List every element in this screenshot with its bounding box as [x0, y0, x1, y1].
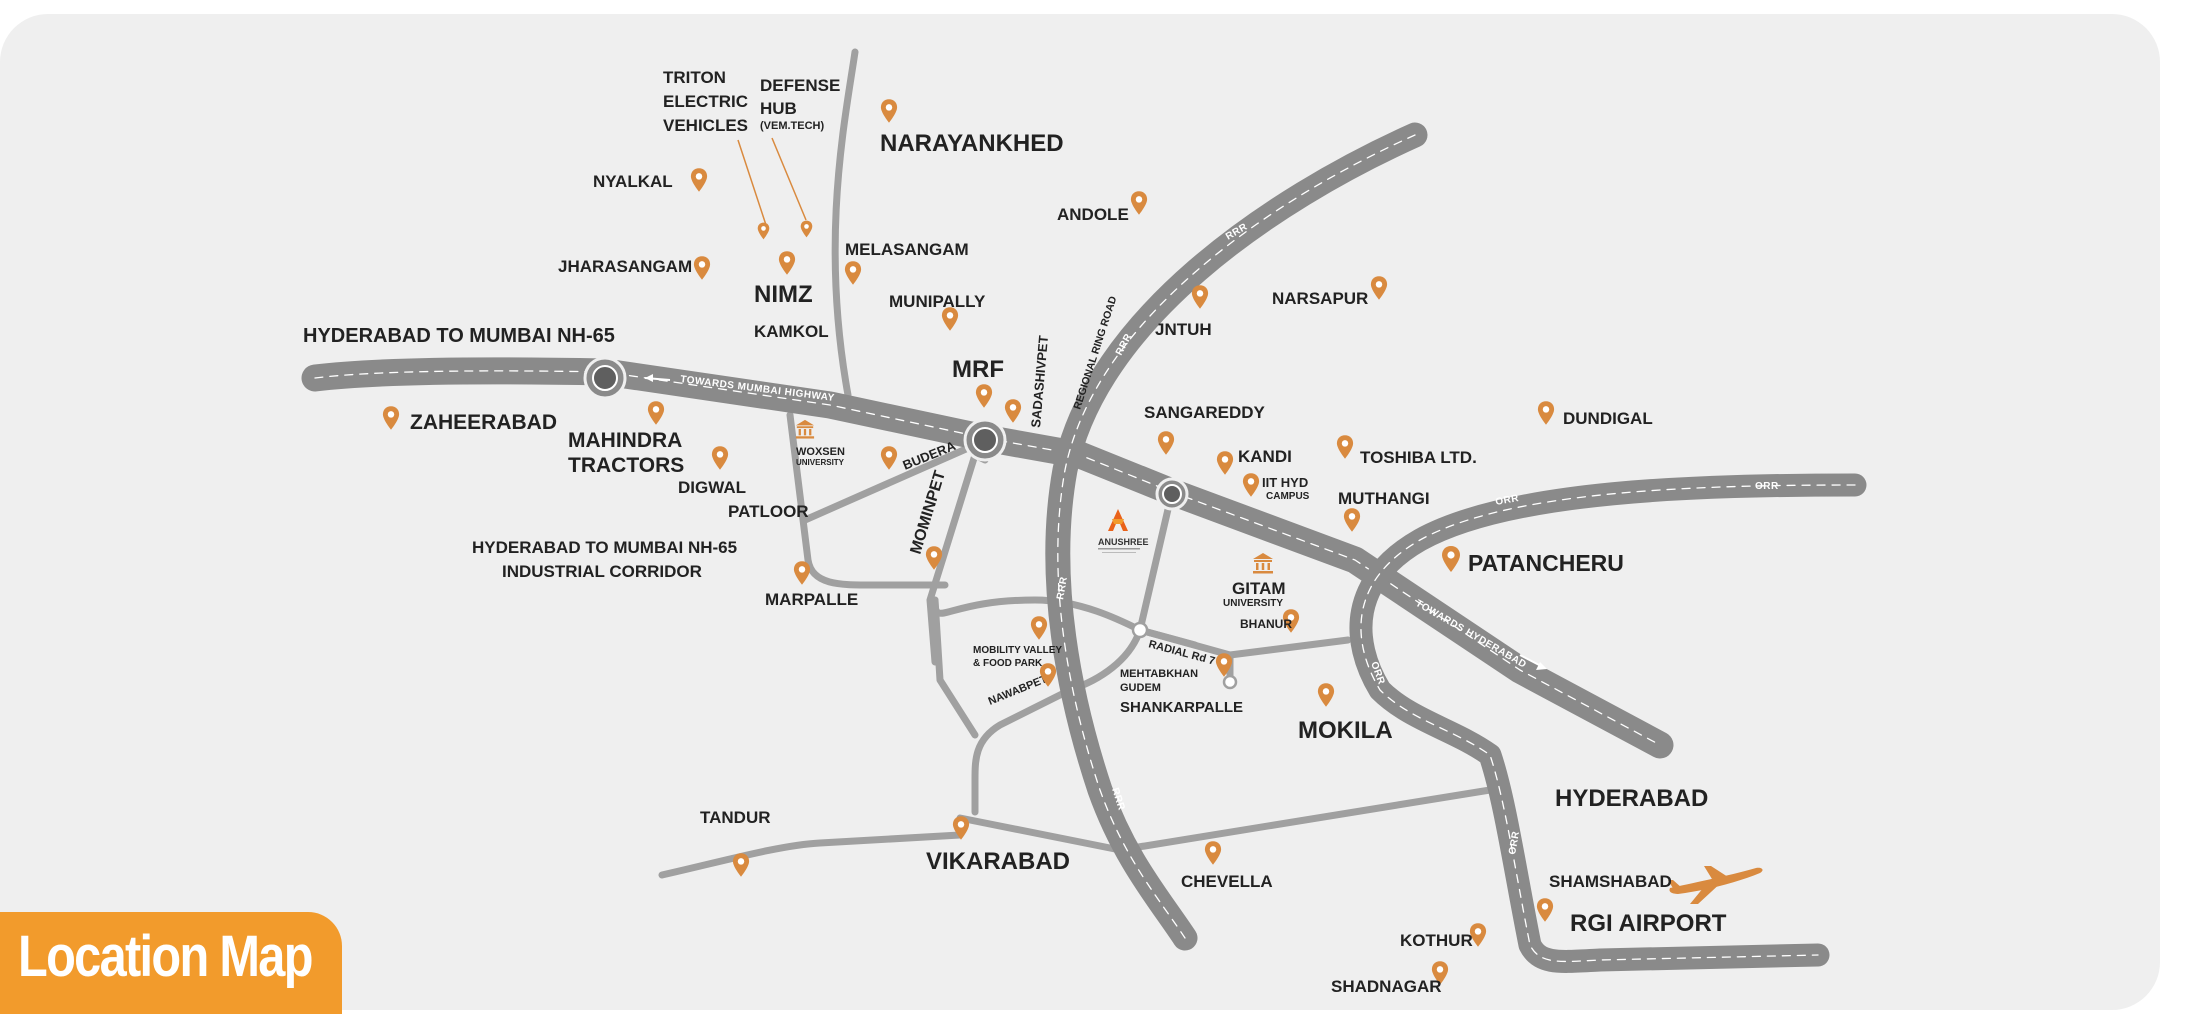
junction-icon: [1222, 674, 1238, 690]
orr-label-1: ORR: [1495, 493, 1521, 508]
mobility-valley-label-1: MOBILITY VALLEY: [973, 645, 1062, 656]
jharasangam-label: JHARASANGAM: [558, 257, 692, 276]
road-nawabpet: [971, 626, 1144, 816]
chevella-label: CHEVELLA: [1181, 872, 1273, 891]
road-narayankhed: [831, 48, 859, 399]
nh65-highway: [301, 357, 1674, 759]
nimz-label: NIMZ: [754, 281, 813, 308]
nh65-label: HYDERABAD TO MUMBAI NH-65: [303, 325, 615, 347]
location-map-banner: [0, 912, 342, 1014]
mehtabkhan-label-1: MEHTABKHAN: [1120, 668, 1198, 680]
digwal-label: DIGWAL: [678, 478, 746, 497]
anushree-logo-icon: ANUSHREE: [1098, 509, 1149, 553]
kamkol-label: KAMKOL: [754, 322, 829, 341]
road-nawabpet-stub: [931, 596, 979, 739]
melasangam-label: MELASANGAM: [845, 240, 969, 259]
triton-label-2: ELECTRIC: [663, 92, 748, 111]
zaheerabad-label: ZAHEERABAD: [410, 411, 557, 434]
jntuh-label: JNTUH: [1155, 320, 1212, 339]
mahindra-label-1: MAHINDRA: [568, 429, 682, 452]
rgi-airport-label: RGI AIRPORT: [1570, 910, 1727, 937]
mrf-label: MRF: [952, 356, 1004, 383]
woxsen-label-2: UNIVERSITY: [796, 458, 845, 467]
pointer-lines: [737, 137, 807, 226]
defense-hub-label-3: (VEM.TECH): [760, 120, 825, 132]
orr-road: [1349, 473, 1867, 973]
corridor-label-1: HYDERABAD TO MUMBAI NH-65: [472, 538, 737, 557]
gitam-label-1: GITAM: [1232, 579, 1286, 598]
sangareddy-label: SANGAREDDY: [1144, 403, 1266, 422]
munipally-label: MUNIPALLY: [889, 292, 986, 311]
woxsen-label-1: WOXSEN: [796, 446, 845, 458]
gitam-label-2: UNIVERSITY: [1223, 598, 1283, 609]
shamshabad-label: SHAMSHABAD: [1549, 872, 1672, 891]
tandur-label: TANDUR: [700, 808, 771, 827]
airplane-icon: [1668, 866, 1763, 904]
defense-hub-label-1: DEFENSE: [760, 76, 840, 95]
hyderabad-label: HYDERABAD: [1555, 785, 1708, 812]
bhanur-label: BHANUR: [1240, 617, 1292, 631]
orr-label-2: ORR: [1755, 481, 1779, 492]
kothur-label: KOTHUR: [1400, 931, 1473, 950]
map-background: [0, 14, 2160, 1010]
anushree-label: ANUSHREE: [1098, 537, 1149, 547]
iit-hyd-label-1: IIT HYD: [1262, 475, 1308, 490]
rrr-label-3: RRR: [1055, 576, 1070, 601]
shadnagar-label: SHADNAGAR: [1331, 977, 1442, 996]
narayankhed-label: NARAYANKHED: [880, 130, 1064, 157]
orr-label-4: ORR: [1507, 830, 1522, 856]
road-tandur: [658, 831, 964, 879]
road-sangareddy-link: [1136, 488, 1176, 634]
andole-label: ANDOLE: [1057, 205, 1129, 224]
mokila-label: MOKILA: [1298, 717, 1393, 744]
narsapur-label: NARSAPUR: [1272, 289, 1368, 308]
dundigal-label: DUNDIGAL: [1563, 409, 1653, 428]
road-budera: [801, 441, 979, 524]
toshiba-label: TOSHIBA LTD.: [1360, 448, 1477, 467]
mobility-valley-label-2: & FOOD PARK: [973, 658, 1043, 669]
vikarabad-label: VIKARABAD: [926, 848, 1070, 875]
corridor-label-2: INDUSTRIAL CORRIDOR: [502, 562, 702, 581]
junction-icon: [1131, 621, 1149, 639]
iit-hyd-label-2: CAMPUS: [1266, 491, 1310, 502]
nyalkal-label: NYALKAL: [593, 172, 673, 191]
place-labels: TRITON ELECTRIC VEHICLES DEFENSE HUB (VE…: [303, 68, 1727, 996]
patancheru-label: PATANCHERU: [1468, 550, 1624, 576]
junctions: [583, 356, 1238, 690]
location-map-title: Location Map: [18, 924, 313, 989]
shankarpalle-label: SHANKARPALLE: [1120, 699, 1243, 716]
rrr-road: [1045, 122, 1428, 951]
kandi-label: KANDI: [1238, 447, 1292, 466]
road-patloor: [786, 411, 949, 589]
road-radial-west: [931, 596, 1199, 649]
mehtabkhan-label-2: GUDEM: [1120, 682, 1161, 694]
mahindra-label-2: TRACTORS: [568, 454, 684, 477]
patloor-label: PATLOOR: [728, 502, 809, 521]
defense-hub-label-2: HUB: [760, 99, 797, 118]
triton-label-3: VEHICLES: [663, 116, 748, 135]
triton-label-1: TRITON: [663, 68, 726, 87]
secondary-roads: [658, 48, 1494, 879]
marpalle-label: MARPALLE: [765, 590, 858, 609]
muthangi-label: MUTHANGI: [1338, 489, 1430, 508]
